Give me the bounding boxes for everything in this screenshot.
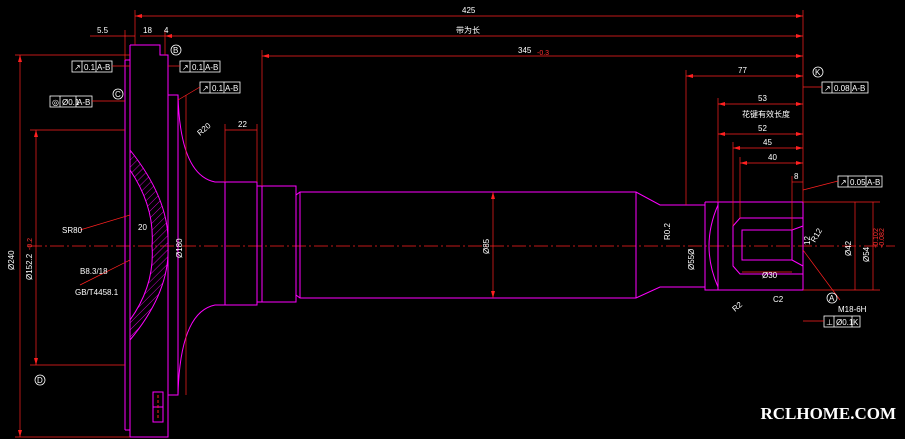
dim-4: 4 [164, 26, 169, 35]
dim-r0-2: R0.2 [663, 223, 672, 240]
dim-spline-b8: B8.3/18 [80, 267, 108, 276]
svg-text:↗: ↗ [824, 84, 831, 93]
dim-overall-425: 425 [462, 6, 476, 15]
dim-spline-note-1: Ø55Ø [687, 249, 696, 270]
dim-dia-54: Ø54 [862, 246, 871, 262]
dimension-arrows [18, 14, 803, 437]
svg-text:A: A [829, 294, 835, 303]
dim-r12: R12 [809, 226, 824, 244]
tolerance-frame-3: ◎ Ø0.1 A-B [49, 95, 93, 108]
dim-dia-54-tol-b: -0.082 [879, 228, 886, 248]
dim-dia-30: Ø30 [762, 271, 778, 280]
svg-text:↗: ↗ [74, 63, 81, 72]
datum-b: B [170, 44, 182, 56]
dim-77: 77 [738, 66, 747, 75]
svg-text:A-B: A-B [97, 63, 110, 72]
dim-dia-240: Ø240 [7, 250, 16, 270]
svg-text:0.1: 0.1 [212, 84, 224, 93]
dimension-lines [15, 10, 880, 438]
svg-text:A-B: A-B [852, 84, 865, 93]
tolerance-frame-5: ↗ 0.08 A-B [821, 81, 869, 94]
watermark-rclhome: RCLHOME.COM [760, 404, 896, 423]
flange-outline [124, 44, 225, 438]
dim-r20: R20 [196, 121, 213, 138]
svg-text:0.05: 0.05 [850, 178, 866, 187]
svg-text:⊥: ⊥ [826, 318, 833, 327]
svg-text:↗: ↗ [182, 63, 189, 72]
dim-8: 8 [794, 172, 799, 181]
datum-d: D [34, 374, 46, 386]
dim-53: 53 [758, 94, 767, 103]
svg-text:A-B: A-B [205, 63, 218, 72]
svg-text:K: K [853, 318, 859, 327]
tolerance-frame-4: ↗ 0.1 A-B [199, 81, 241, 94]
datum-c: C [112, 88, 124, 100]
svg-text:A-B: A-B [225, 84, 238, 93]
svg-text:0.1: 0.1 [192, 63, 204, 72]
tolerance-leaders [92, 65, 839, 322]
dim-45: 45 [763, 138, 772, 147]
dim-dia-180: Ø180 [175, 238, 184, 258]
tolerance-frame-6: ↗ 0.05 A-B [837, 175, 883, 188]
svg-text:↗: ↗ [840, 178, 847, 187]
dim-345: 345 [518, 46, 532, 55]
svg-text:◎: ◎ [52, 98, 59, 107]
dim-52: 52 [758, 124, 767, 133]
svg-text:A-B: A-B [77, 98, 90, 107]
svg-text:B: B [173, 46, 178, 55]
svg-text:C: C [115, 90, 121, 99]
dim-18: 18 [143, 26, 152, 35]
svg-text:Ø0.1: Ø0.1 [62, 98, 80, 107]
dim-dia-152: Ø152.2 [25, 253, 34, 280]
tolerance-frame-1: ↗ 0.1 A-B [71, 60, 113, 73]
datum-k: K [812, 66, 824, 78]
svg-text:0.08: 0.08 [834, 84, 850, 93]
tolerance-frame-7: ⊥ Ø0.1 K [823, 315, 861, 328]
dim-dia-42: Ø42 [844, 240, 853, 256]
dim-dia-152-tol: -0.2 [27, 238, 34, 250]
datum-a: A [826, 292, 838, 304]
svg-text:0.1: 0.1 [84, 63, 96, 72]
dim-345-tol: -0.3 [537, 50, 549, 57]
dim-5-5: 5.5 [97, 26, 109, 35]
svg-text:K: K [815, 68, 821, 77]
dim-dia-54-tol-a: -0.102 [873, 228, 880, 248]
svg-text:A-B: A-B [867, 178, 880, 187]
svg-text:Ø0.1: Ø0.1 [836, 318, 854, 327]
dim-40: 40 [768, 153, 777, 162]
dim-20: 20 [138, 223, 147, 232]
dim-gb-standard: GB/T4458.1 [75, 288, 119, 297]
svg-text:D: D [37, 376, 43, 385]
dim-22: 22 [238, 120, 247, 129]
shaft-outline [224, 181, 804, 306]
dim-sr80: SR80 [62, 226, 83, 235]
dim-spline-note: 花键有效长度 [742, 109, 790, 119]
svg-text:↗: ↗ [202, 84, 209, 93]
dim-dia-85: Ø85 [482, 238, 491, 254]
spherical-recess-hatch [129, 148, 169, 342]
tolerance-frame-2: ↗ 0.1 A-B [179, 60, 221, 73]
dim-12: 12 [803, 236, 812, 245]
dim-r2: R2 [731, 300, 745, 314]
dim-m18: M18-6H [838, 305, 867, 314]
dim-c2: C2 [773, 295, 784, 304]
dim-total-length-label: 带为长 [456, 25, 480, 35]
